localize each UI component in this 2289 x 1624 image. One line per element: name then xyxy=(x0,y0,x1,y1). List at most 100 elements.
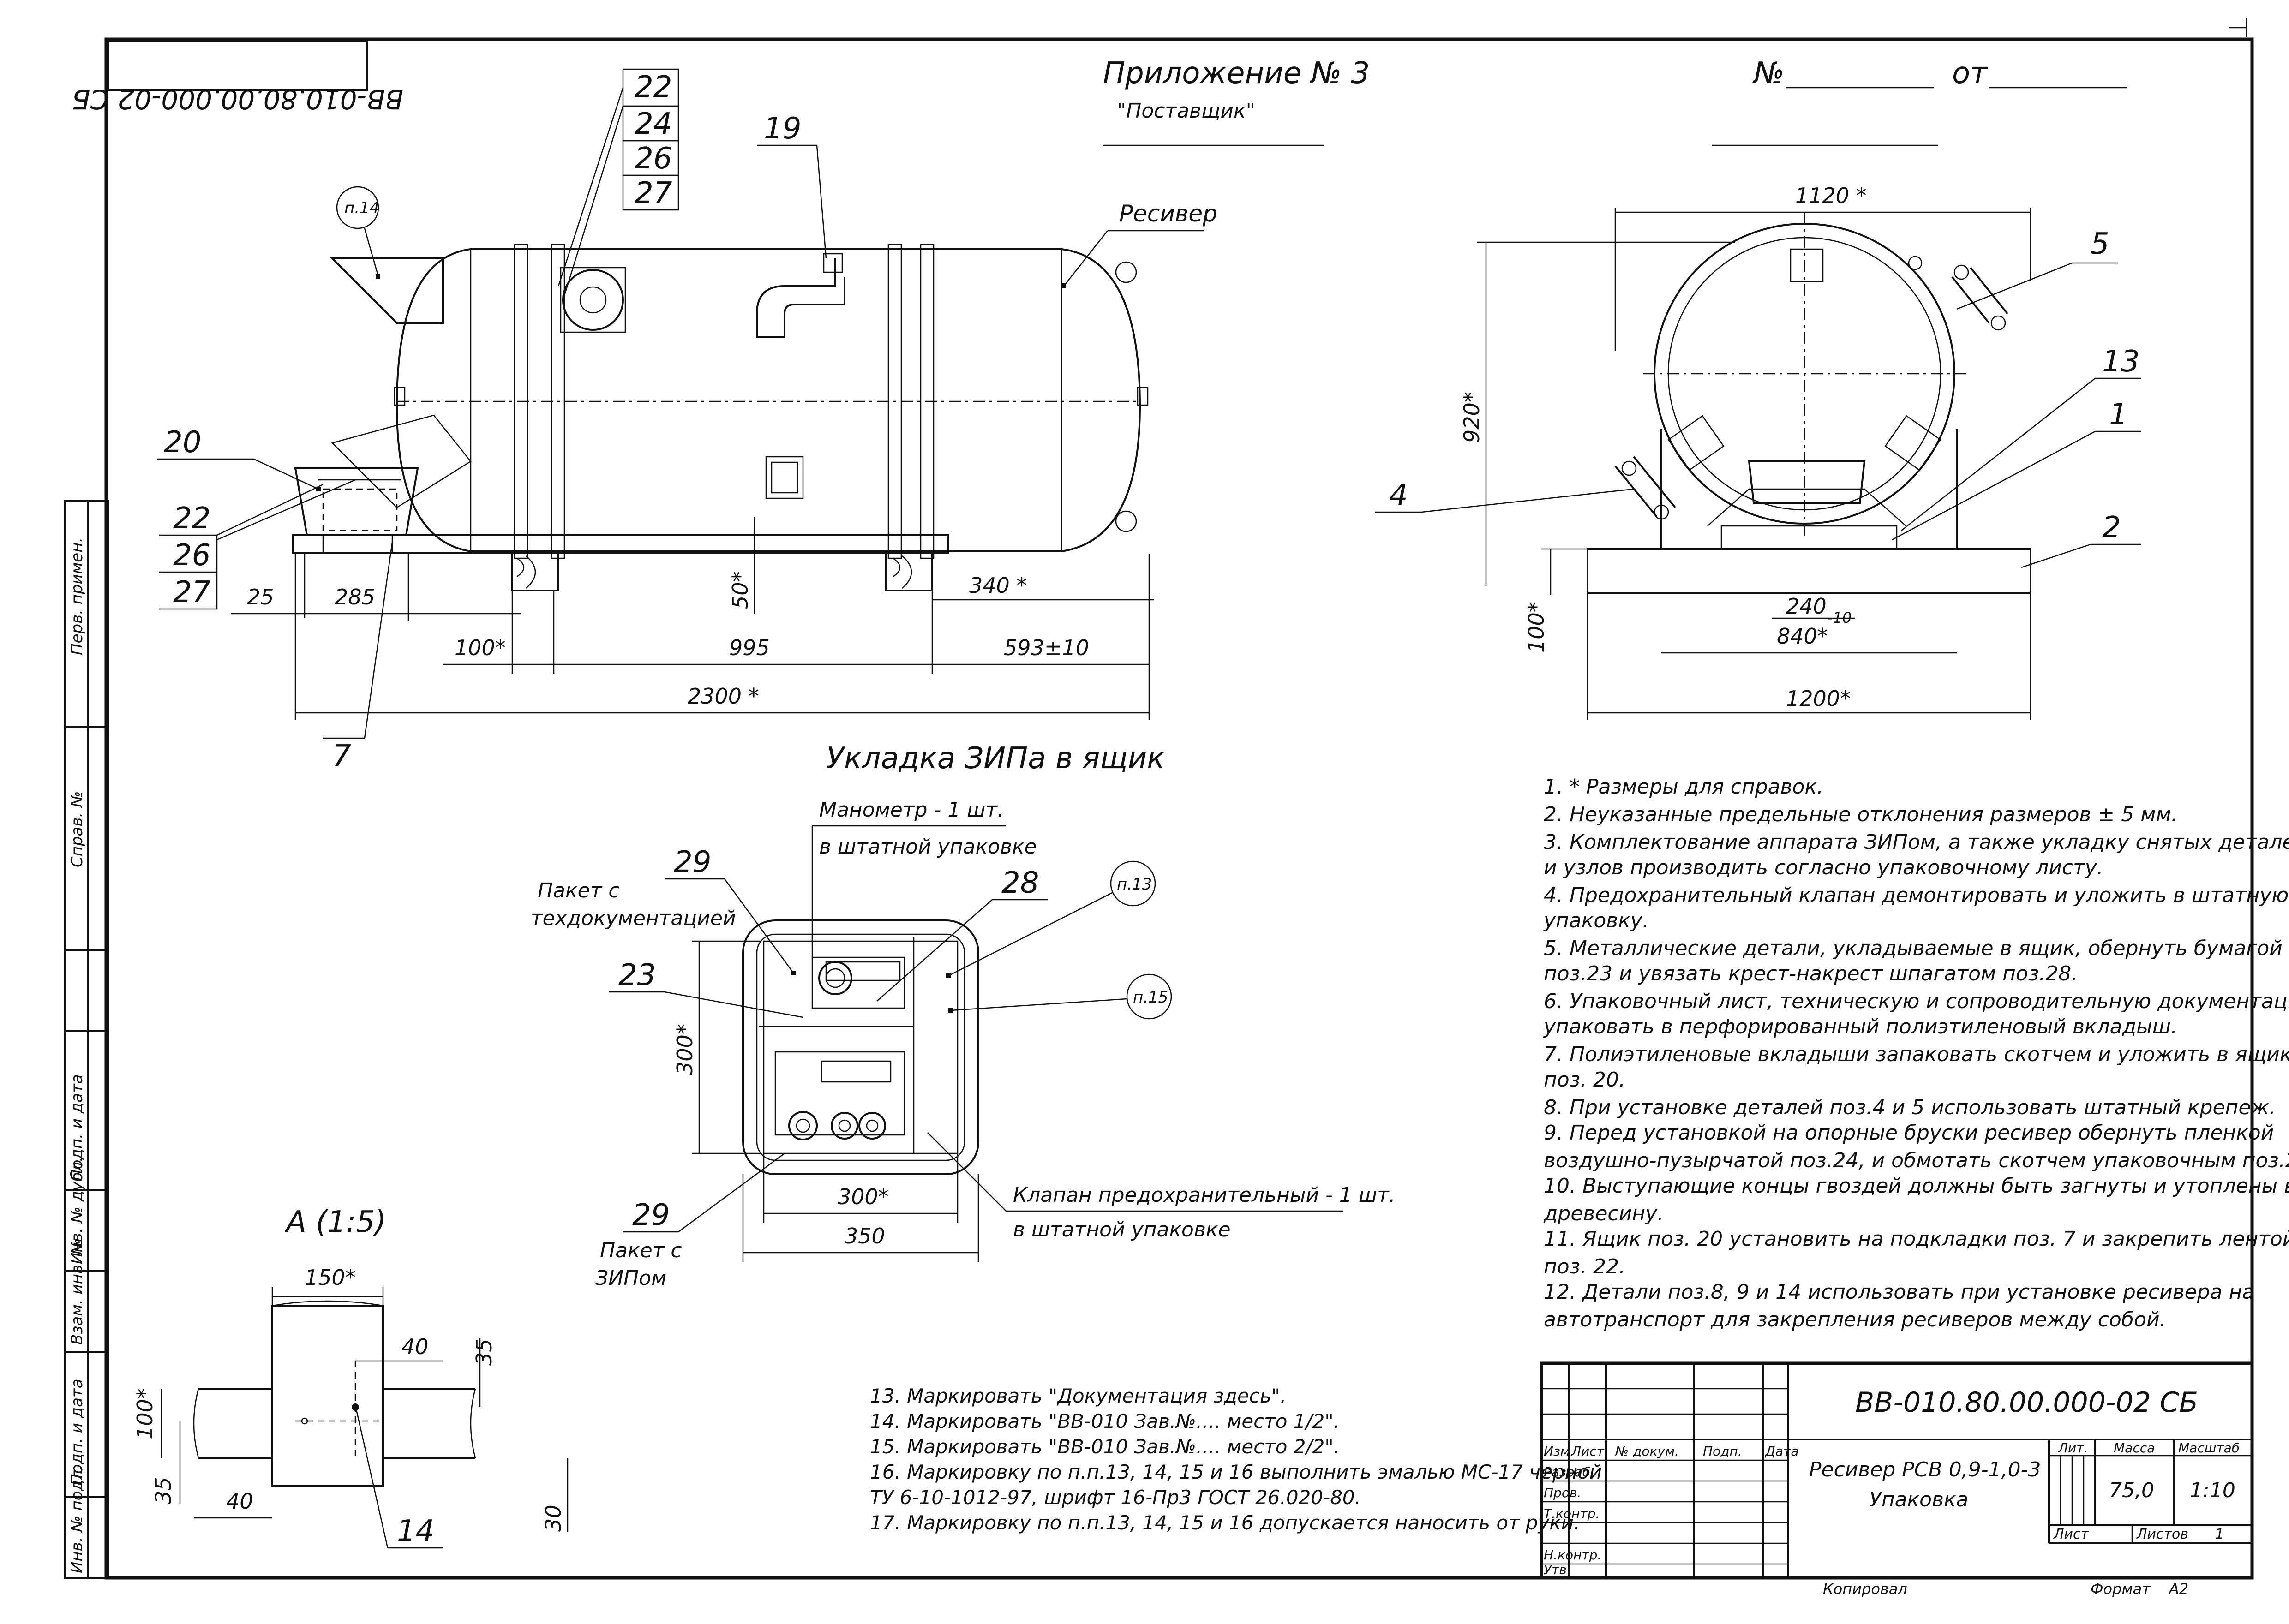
strip-vzam-inv: Взам. инв. № xyxy=(68,1238,86,1345)
tb-hdr-doc: № докум. xyxy=(1614,1444,1679,1459)
from-word: от xyxy=(1952,56,1988,90)
dim-1120: 1120 * xyxy=(1795,183,1867,208)
callout-24: 24 xyxy=(635,107,672,141)
tb-masshtab: Масштаб xyxy=(2178,1440,2240,1456)
dim-100-detail: 100* xyxy=(132,1388,157,1439)
tb-razrab: Разраб. xyxy=(1544,1464,1594,1480)
note-line: поз.23 и увязать крест-накрест шпагатом … xyxy=(1544,962,2078,985)
dim-995: 995 xyxy=(729,635,770,660)
manometer-line2: в штатной упаковке xyxy=(819,835,1037,859)
header: Приложение № 3 "Поставщик" № от xyxy=(1103,56,2127,146)
strip-podp-data-2: Подп. и дата xyxy=(68,1379,86,1486)
callout-p13: п.13 xyxy=(1117,875,1152,894)
callout-26-low: 26 xyxy=(173,538,210,573)
callout-27-top: 27 xyxy=(635,176,672,210)
tb-name-line1: Ресивер РСВ 0,9-1,0-3 xyxy=(1809,1458,2041,1481)
note-line: поз. 22. xyxy=(1544,1255,1625,1278)
zip-package-line2: ЗИПом xyxy=(595,1266,666,1290)
tb-sheets-label: Листов xyxy=(2136,1526,2188,1542)
tb-lit: Лит. xyxy=(2058,1440,2088,1456)
supplier-label: "Поставщик" xyxy=(1117,99,1255,123)
callout-26-top: 26 xyxy=(635,142,672,176)
tb-sheets-value: 1 xyxy=(2215,1526,2224,1542)
appendix-title: Приложение № 3 xyxy=(1103,56,1370,90)
dim-40-bottom: 40 xyxy=(226,1489,253,1514)
tb-nkontr: Н.контр. xyxy=(1544,1547,1601,1563)
note-line: и узлов производить согласно упаковочном… xyxy=(1544,856,2103,879)
note-line: 3. Комплектование аппарата ЗИПом, а такж… xyxy=(1544,830,2289,854)
dim-300-vertical: 300* xyxy=(672,1024,697,1075)
sheet-frame xyxy=(104,18,2254,1580)
detail-a-title: А (1:5) xyxy=(284,1205,386,1239)
note-line: упаковку. xyxy=(1543,909,1649,932)
marking-note-line: 17. Маркировку по п.п.13, 14, 15 и 16 до… xyxy=(870,1511,1580,1534)
dim-593: 593±10 xyxy=(1004,635,1089,660)
dim-100: 100* xyxy=(455,635,506,660)
marking-note-line: 16. Маркировку по п.п.13, 14, 15 и 16 вы… xyxy=(870,1461,1602,1483)
callout-13: 13 xyxy=(2102,345,2139,379)
side-view-dimensions: 25 285 50* 340 * 100* 995 593±10 2300 * xyxy=(231,517,1154,720)
dim-240-tol: -10 xyxy=(1828,609,1852,627)
end-view: 5 13 1 2 4 1120 * 920* 100* 240 -10 xyxy=(1375,183,2141,720)
callout-22-top: 22 xyxy=(635,70,672,104)
docs-package-line2: техдокументацией xyxy=(531,907,736,930)
dim-920: 920* xyxy=(1459,392,1484,443)
end-view-dimensions: 1120 * 920* 100* 240 -10 840* 1200* xyxy=(1459,183,2031,720)
doc-number-prefix: № xyxy=(1752,56,1785,90)
side-view: 22 24 26 27 19 п.14 Ресивер 20 22 26 27 xyxy=(157,68,1217,773)
manometer-line1: Манометр - 1 шт. xyxy=(819,798,1004,822)
callout-1: 1 xyxy=(2109,398,2128,432)
note-line: 7. Полиэтиленовые вкладыши запаковать ск… xyxy=(1544,1043,2289,1066)
tb-prov: Пров. xyxy=(1544,1485,1581,1500)
mirrored-code-text: ВВ-010.80.00.000-02 СБ xyxy=(72,84,403,115)
marking-note-line: 13. Маркировать "Документация здесь". xyxy=(870,1385,1286,1407)
note-line: упаковать в перфорированный полиэтиленов… xyxy=(1543,1015,2177,1039)
docs-package-line1: Пакет с xyxy=(538,879,620,902)
dim-100-end: 100* xyxy=(1524,602,1549,653)
tb-utv: Утв. xyxy=(1544,1562,1571,1577)
tb-scale-value: 1:10 xyxy=(2190,1479,2235,1502)
tb-tkontr: Т.контр. xyxy=(1544,1506,1600,1521)
tb-hdr-list: Лист xyxy=(1571,1444,1605,1459)
callout-29-top: 29 xyxy=(674,845,711,879)
callout-14: 14 xyxy=(397,1514,434,1548)
tb-name-line2: Упаковка xyxy=(1869,1488,1969,1511)
callout-28: 28 xyxy=(1001,866,1039,900)
tb-format-value: А2 xyxy=(2168,1580,2188,1598)
dim-35-left: 35 xyxy=(151,1477,176,1504)
note-line: поз. 20. xyxy=(1544,1068,1625,1092)
dim-840: 840* xyxy=(1777,624,1828,649)
note-line: 9. Перед установкой на опорные бруски ре… xyxy=(1544,1121,2274,1145)
tb-sheet-label: Лист xyxy=(2053,1526,2090,1542)
receiver-label: Ресивер xyxy=(1119,200,1217,227)
dim-240: 240 xyxy=(1786,594,1827,619)
dim-25: 25 xyxy=(247,585,274,609)
technical-notes: 1. * Размеры для справок. 2. Неуказанные… xyxy=(1543,775,2289,1331)
callout-23: 23 xyxy=(618,958,656,992)
strip-podp-data-1: Подп. и дата xyxy=(68,1074,86,1181)
mirrored-code-stamp: ВВ-010.80.00.000-02 СБ xyxy=(72,41,403,115)
tb-hdr-izm: Изм. xyxy=(1544,1444,1574,1459)
dim-30: 30 xyxy=(541,1505,566,1532)
tb-format-label: Формат xyxy=(2091,1580,2151,1598)
note-line: 11. Ящик поз. 20 установить на подкладки… xyxy=(1544,1227,2289,1251)
dim-35-right: 35 xyxy=(472,1338,497,1366)
callout-19: 19 xyxy=(764,112,801,146)
callout-29-bottom: 29 xyxy=(632,1198,670,1232)
tb-mass-value: 75,0 xyxy=(2109,1479,2154,1502)
zip-box-title: Укладка ЗИПа в ящик xyxy=(826,741,1165,776)
note-line: воздушно-пузырчатой поз.24, и обмотать с… xyxy=(1544,1149,2289,1172)
dim-50: 50* xyxy=(728,571,753,609)
strip-sprav-no: Справ. № xyxy=(68,791,86,867)
strip-inv-podl: Инв. № подл. xyxy=(68,1465,86,1573)
dim-40-top: 40 xyxy=(401,1334,429,1359)
marking-notes: 13. Маркировать "Документация здесь". 14… xyxy=(870,1385,1602,1534)
dim-285: 285 xyxy=(335,585,375,609)
callout-4: 4 xyxy=(1389,478,1408,513)
callout-p14: п.14 xyxy=(344,199,379,217)
note-line: 8. При установке деталей поз.4 и 5 испол… xyxy=(1544,1096,2276,1119)
callout-22-low: 22 xyxy=(173,502,210,536)
valve-line1: Клапан предохранительный - 1 шт. xyxy=(1013,1183,1396,1207)
dim-2300: 2300 * xyxy=(688,684,759,709)
